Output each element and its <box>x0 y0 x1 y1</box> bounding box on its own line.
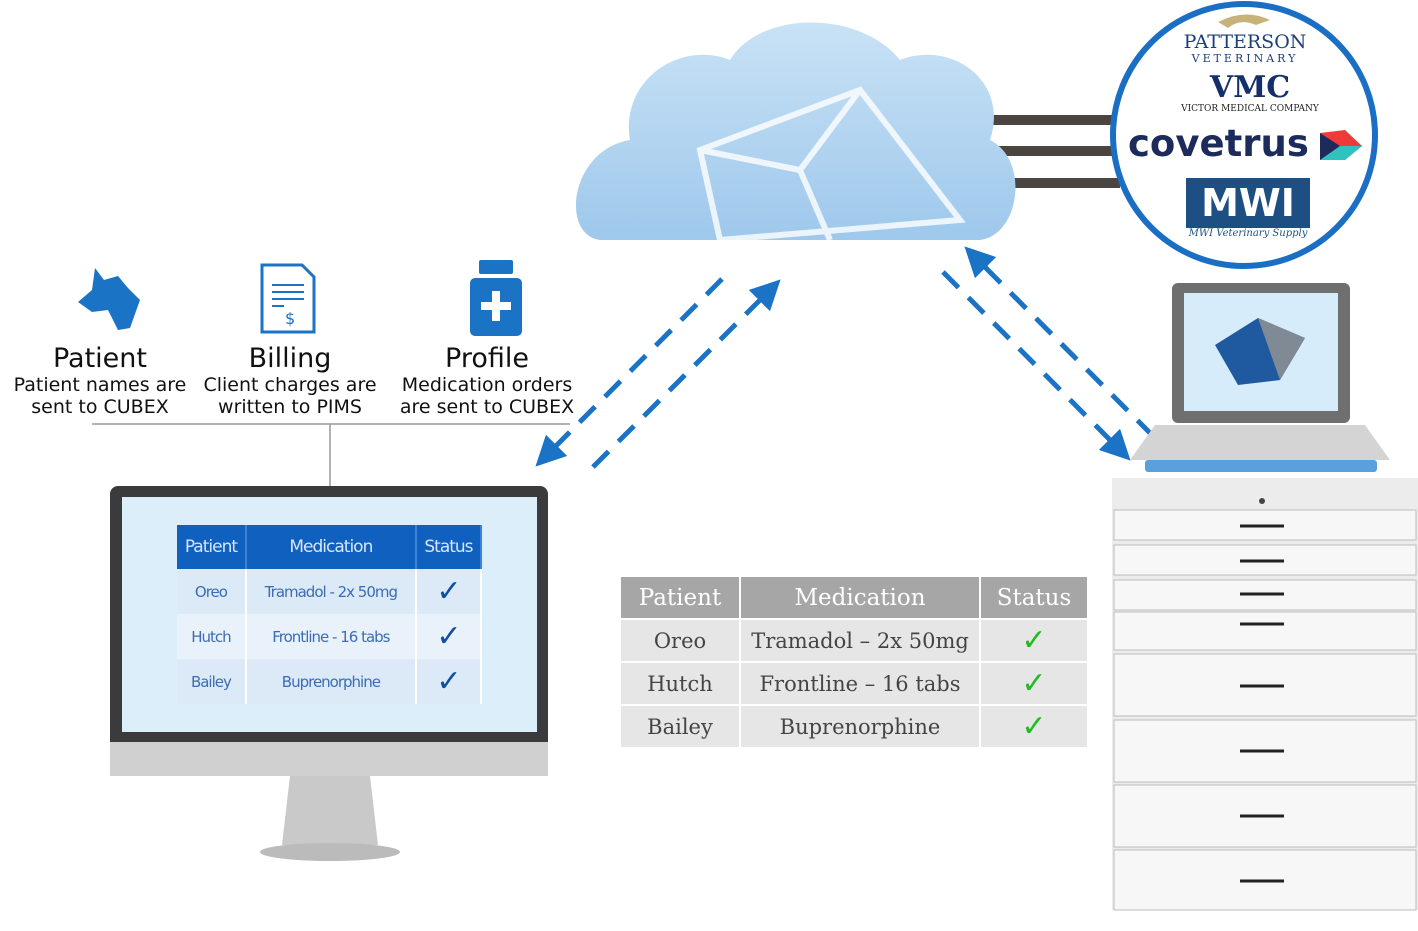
vmc-sub: VICTOR MEDICAL COMPANY <box>1181 104 1319 114</box>
feature-patient: Patient Patient names are sent to CUBEX <box>5 343 195 419</box>
patient-cell: Bailey <box>621 706 739 747</box>
table-row: Oreo Tramadol - 2x 50mg ✓ <box>177 569 483 614</box>
sync-arrows <box>535 246 1155 469</box>
table-row: Bailey Buprenorphine ✓ <box>177 659 483 704</box>
feature-profile: Profile Medication orders are sent to CU… <box>392 343 582 419</box>
mwi-sub: MWI Veterinary Supply <box>1188 228 1308 239</box>
feature-billing: Billing Client charges are written to PI… <box>195 343 385 419</box>
col-header: Medication <box>245 525 417 569</box>
col-header: Patient <box>177 525 247 569</box>
col-header: Status <box>415 525 483 569</box>
patterson-sub: VETERINARY <box>1191 52 1299 65</box>
table-row: Bailey Buprenorphine ✓ <box>621 706 1087 747</box>
check-icon: ✓ <box>415 614 483 659</box>
invoice-icon: $ <box>260 263 316 334</box>
patient-cell: Oreo <box>621 620 739 661</box>
covetrus-logo: covetrus <box>1128 122 1309 165</box>
cloud-icon <box>576 22 1016 244</box>
feature-desc: Medication orders <box>401 374 573 396</box>
table-row: Hutch Frontline - 16 tabs ✓ <box>177 614 483 659</box>
patient-cell: Hutch <box>621 663 739 704</box>
mwi-logo: MWI MWI Veterinary Supply <box>1186 178 1310 239</box>
vmc-text: VMC <box>1209 70 1291 105</box>
medication-cell: Buprenorphine <box>741 706 979 747</box>
check-icon: ✓ <box>981 620 1087 661</box>
medication-cell: Tramadol – 2x 50mg <box>741 620 979 661</box>
patient-cell: Oreo <box>177 569 247 614</box>
mwi-text: MWI <box>1186 178 1310 228</box>
check-icon: ✓ <box>981 706 1087 747</box>
medication-cell: Frontline - 16 tabs <box>245 614 417 659</box>
medication-bottle-icon <box>470 260 522 336</box>
feature-title: Billing <box>248 343 332 374</box>
feature-desc: are sent to CUBEX <box>399 396 575 418</box>
monitor-table: Patient Medication Status Oreo Tramadol … <box>177 525 483 704</box>
patient-cell: Bailey <box>177 659 247 704</box>
col-header: Patient <box>621 577 739 618</box>
medication-cell: Tramadol - 2x 50mg <box>245 569 417 614</box>
feature-title: Profile <box>445 343 529 374</box>
patterson-logo: PATTERSON VETERINARY <box>1160 32 1330 65</box>
col-header: Status <box>981 577 1087 618</box>
feature-desc: sent to CUBEX <box>31 396 169 418</box>
table-row: Hutch Frontline – 16 tabs ✓ <box>621 663 1087 704</box>
patient-cell: Hutch <box>177 614 247 659</box>
feature-desc: written to PIMS <box>218 396 362 418</box>
feature-desc: Patient names are <box>13 374 187 396</box>
patterson-text: PATTERSON <box>1183 31 1307 53</box>
cubex-cabinet <box>1112 283 1418 911</box>
check-icon: ✓ <box>415 659 483 704</box>
vmc-logo: VMC VICTOR MEDICAL COMPANY <box>1180 70 1320 115</box>
svg-text:$: $ <box>285 309 295 328</box>
medication-cell: Frontline – 16 tabs <box>741 663 979 704</box>
dog-icon <box>78 268 140 330</box>
check-icon: ✓ <box>415 569 483 614</box>
medication-cell: Buprenorphine <box>245 659 417 704</box>
check-icon: ✓ <box>981 663 1087 704</box>
col-header: Medication <box>741 577 979 618</box>
feature-title: Patient <box>52 343 147 374</box>
feature-desc: Client charges are <box>203 374 377 396</box>
table-row: Oreo Tramadol – 2x 50mg ✓ <box>621 620 1087 661</box>
order-table: Patient Medication Status Oreo Tramadol … <box>619 575 1089 749</box>
